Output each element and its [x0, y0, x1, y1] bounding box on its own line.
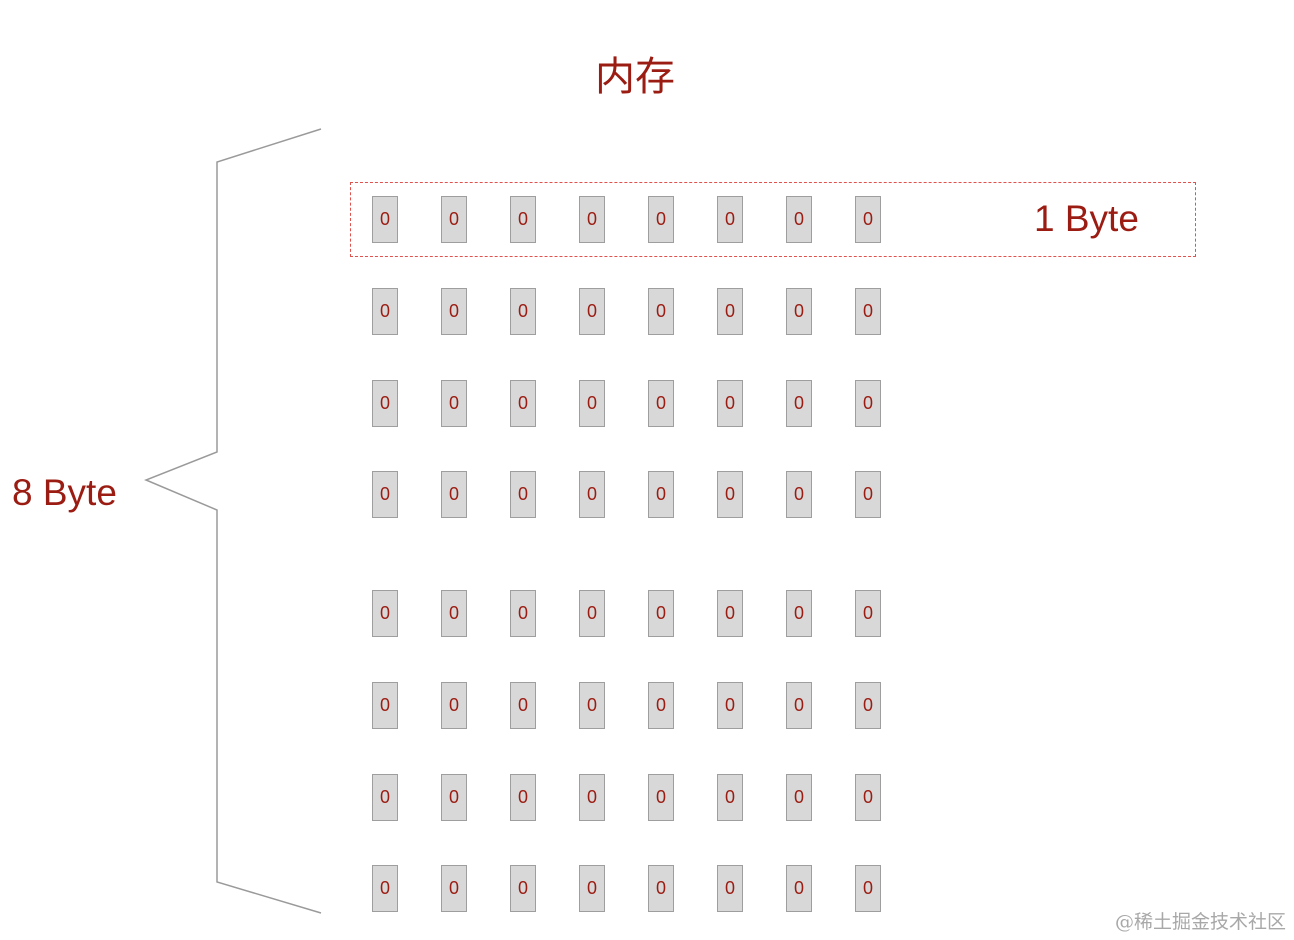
bit-cell: 0 [579, 196, 605, 243]
bit-cell: 0 [579, 774, 605, 821]
bit-cell: 0 [855, 380, 881, 427]
watermark: @稀土掘金技术社区 [1114, 911, 1286, 933]
bit-cell: 0 [510, 288, 536, 335]
bit-cell: 0 [510, 682, 536, 729]
bit-cell: 0 [786, 682, 812, 729]
bit-cell: 0 [648, 288, 674, 335]
single-byte-label: 1 Byte [1034, 198, 1139, 239]
bit-cell: 0 [855, 288, 881, 335]
bit-cell: 0 [372, 865, 398, 912]
bit-cell: 0 [579, 471, 605, 518]
bit-cell: 0 [855, 471, 881, 518]
bit-cell: 0 [786, 865, 812, 912]
bit-cell: 0 [855, 196, 881, 243]
bit-cell: 0 [579, 590, 605, 637]
bit-cell: 0 [372, 682, 398, 729]
bit-cell: 0 [786, 471, 812, 518]
bit-cell: 0 [855, 865, 881, 912]
bit-cell: 0 [441, 682, 467, 729]
bit-cell: 0 [441, 380, 467, 427]
bit-cell: 0 [717, 380, 743, 427]
bit-cell: 0 [372, 380, 398, 427]
bit-cell: 0 [648, 471, 674, 518]
diagram-title: 内存 [595, 54, 675, 100]
bit-cell: 0 [786, 774, 812, 821]
bit-cell: 0 [372, 590, 398, 637]
bit-cell: 0 [510, 196, 536, 243]
bit-cell: 0 [372, 196, 398, 243]
total-size-label: 8 Byte [12, 472, 117, 513]
bit-cell: 0 [441, 196, 467, 243]
bit-cell: 0 [717, 471, 743, 518]
bit-cell: 0 [648, 682, 674, 729]
bit-cell: 0 [441, 471, 467, 518]
bit-cell: 0 [579, 682, 605, 729]
bit-cell: 0 [579, 288, 605, 335]
bit-cell: 0 [648, 196, 674, 243]
bit-cell: 0 [510, 774, 536, 821]
bit-cell: 0 [855, 590, 881, 637]
bit-cell: 0 [579, 865, 605, 912]
bit-cell: 0 [579, 380, 605, 427]
bit-cell: 0 [510, 471, 536, 518]
bit-cell: 0 [717, 590, 743, 637]
bit-cell: 0 [510, 865, 536, 912]
bit-cell: 0 [855, 682, 881, 729]
bit-cell: 0 [717, 196, 743, 243]
bit-cell: 0 [441, 590, 467, 637]
bit-cell: 0 [510, 590, 536, 637]
bit-cell: 0 [786, 288, 812, 335]
bit-cell: 0 [372, 288, 398, 335]
bit-cell: 0 [717, 865, 743, 912]
bit-cell: 0 [786, 380, 812, 427]
bit-cell: 0 [372, 774, 398, 821]
single-byte-highlight [350, 182, 1196, 257]
bit-cell: 0 [855, 774, 881, 821]
bit-cell: 0 [786, 590, 812, 637]
bit-cell: 0 [717, 288, 743, 335]
bit-cell: 0 [717, 682, 743, 729]
bit-cell: 0 [648, 380, 674, 427]
bit-cell: 0 [717, 774, 743, 821]
bit-cell: 0 [648, 865, 674, 912]
bit-cell: 0 [510, 380, 536, 427]
bit-cell: 0 [441, 288, 467, 335]
bit-cell: 0 [648, 590, 674, 637]
total-bytes-brace [144, 128, 322, 914]
bit-cell: 0 [648, 774, 674, 821]
bit-cell: 0 [786, 196, 812, 243]
bit-cell: 0 [372, 471, 398, 518]
bit-cell: 0 [441, 774, 467, 821]
bit-cell: 0 [441, 865, 467, 912]
